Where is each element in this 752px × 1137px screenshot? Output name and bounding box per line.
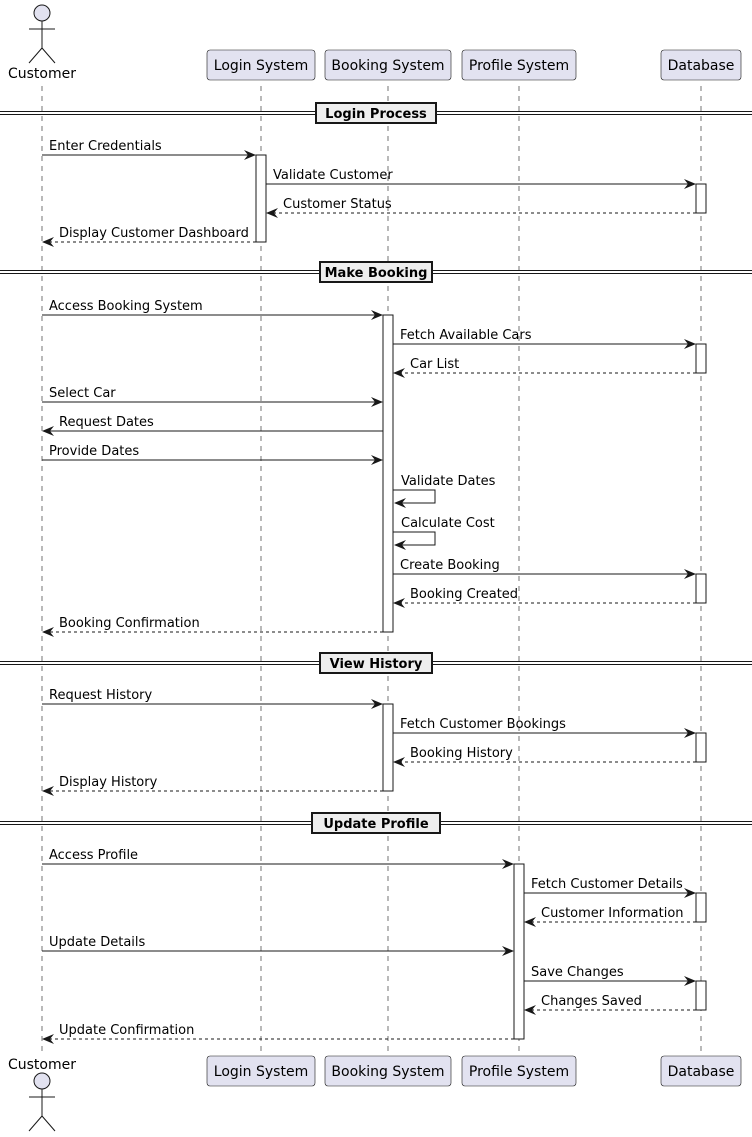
message-label: Changes Saved <box>541 994 642 1009</box>
activation-bar-profile <box>513 863 525 1040</box>
actor-head-icon <box>33 4 51 22</box>
message-label: Customer Status <box>283 197 392 212</box>
activation-bar-booking <box>382 703 394 792</box>
participant-label: Login System <box>214 1064 308 1080</box>
message-label: Car List <box>410 357 459 372</box>
message-label: Access Profile <box>49 848 138 863</box>
participant-booking-bottom: Booking System <box>324 1055 452 1087</box>
participant-box <box>324 49 452 81</box>
actor-head-icon <box>33 1072 51 1090</box>
activation-bar-database <box>695 573 707 604</box>
participant-label: Booking System <box>331 1064 444 1080</box>
message-label: Display Customer Dashboard <box>59 226 249 241</box>
group-title: View History <box>330 657 423 672</box>
participant-booking-top: Booking System <box>324 49 452 81</box>
participant-label: Database <box>668 1064 735 1080</box>
actor-body-icon <box>28 1089 56 1132</box>
participant-label-top: Customer <box>8 66 76 82</box>
participant-box <box>324 1055 452 1087</box>
message-label: Access Booking System <box>49 299 203 314</box>
participant-label-bottom: Customer <box>8 1057 76 1073</box>
message-label: Update Details <box>49 935 146 950</box>
participant-box <box>461 49 577 81</box>
participant-login-bottom: Login System <box>206 1055 316 1087</box>
message-label: Provide Dates <box>49 444 139 459</box>
participant-login-top: Login System <box>206 49 316 81</box>
actor-customer: Customer <box>8 4 76 82</box>
group-title: Login Process <box>325 107 427 122</box>
participant-label: Login System <box>214 58 308 74</box>
actor-body-icon <box>28 21 56 64</box>
actor-customer: Customer <box>8 1057 76 1132</box>
message-label: Fetch Customer Details <box>531 877 683 892</box>
message-label: Booking History <box>410 746 513 761</box>
message-label: Display History <box>59 775 158 790</box>
message-label: Calculate Cost <box>401 516 495 531</box>
group-title: Update Profile <box>323 817 428 832</box>
self-message-arrow <box>393 531 436 550</box>
group-title-box <box>319 652 433 674</box>
message-label: Booking Confirmation <box>59 616 200 631</box>
self-message-arrow <box>393 489 436 508</box>
activation-bar-database <box>695 892 707 923</box>
participant-database-bottom: Database <box>660 1055 742 1087</box>
participant-box <box>660 49 742 81</box>
participant-profile-bottom: Profile System <box>461 1055 577 1087</box>
group-title-box <box>319 261 433 283</box>
message-label: Booking Created <box>410 587 518 602</box>
group-title-box <box>311 812 441 834</box>
message-label: Create Booking <box>400 558 500 573</box>
participant-label: Database <box>668 58 735 74</box>
message-label: Fetch Available Cars <box>400 328 532 343</box>
participant-box <box>206 1055 316 1087</box>
participant-database-top: Database <box>660 49 742 81</box>
message-label: Request Dates <box>59 415 154 430</box>
participant-label: Profile System <box>469 58 569 74</box>
message-label: Select Car <box>49 386 116 401</box>
participant-box <box>206 49 316 81</box>
message-label: Request History <box>49 688 152 703</box>
message-label: Fetch Customer Bookings <box>400 717 566 732</box>
group-title-box <box>315 102 437 124</box>
group-title: Make Booking <box>325 266 428 281</box>
message-label: Validate Dates <box>401 474 496 489</box>
participant-box <box>461 1055 577 1087</box>
message-label: Enter Credentials <box>49 139 162 154</box>
activations-layer <box>255 154 707 1040</box>
participant-box <box>660 1055 742 1087</box>
activation-bar-booking <box>382 314 394 633</box>
activation-bar-database <box>695 183 707 214</box>
activation-bar-database <box>695 980 707 1011</box>
activation-bar-database <box>695 343 707 374</box>
message-label: Update Confirmation <box>59 1023 194 1038</box>
participant-profile-top: Profile System <box>461 49 577 81</box>
participant-label: Booking System <box>331 58 444 74</box>
activation-bar-database <box>695 732 707 763</box>
message-label: Save Changes <box>531 965 624 980</box>
message-label: Customer Information <box>541 906 684 921</box>
activation-bar-login <box>255 154 267 243</box>
message-label: Validate Customer <box>273 168 393 183</box>
participant-label: Profile System <box>469 1064 569 1080</box>
